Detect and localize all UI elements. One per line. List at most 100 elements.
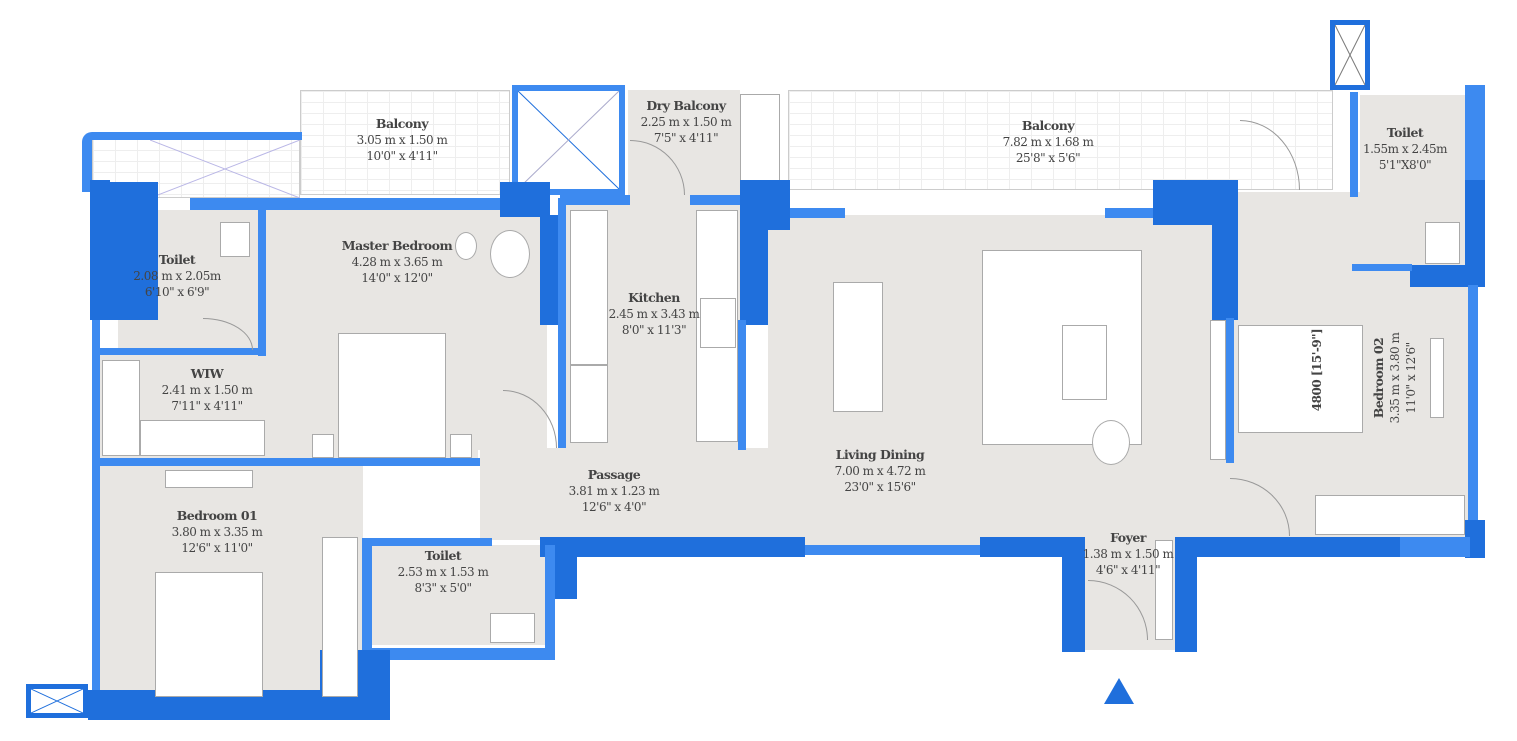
wall — [362, 538, 492, 546]
room-metric: 2.25 m x 1.50 m — [640, 115, 732, 129]
shaft-cross-icon — [150, 140, 300, 198]
wall — [558, 198, 566, 448]
wall — [92, 320, 100, 690]
shaft-cross-icon — [518, 91, 619, 189]
tv-unit — [1210, 320, 1226, 460]
stool — [455, 232, 477, 260]
room-name: Living Dining — [835, 447, 925, 462]
room-name: Bedroom 02 — [1371, 337, 1386, 419]
wall — [90, 180, 110, 320]
passage — [480, 448, 810, 540]
wall — [740, 225, 768, 325]
wall — [1226, 318, 1234, 463]
room-name: Master Bedroom — [341, 238, 453, 253]
door[interactable] — [503, 390, 557, 448]
side-table — [450, 434, 472, 458]
room-imperial: 25'8" x 5'6" — [1015, 151, 1081, 165]
wall — [1465, 85, 1485, 185]
cooktop — [700, 298, 736, 348]
room-label-toilet-right: Toilet 1.55m x 2.45m 5'1"X8'0" — [1362, 125, 1448, 173]
wardrobe — [140, 420, 265, 456]
balcony-left — [300, 90, 510, 195]
kitchen-counter — [570, 210, 608, 365]
room-metric: 3.80 m x 3.35 m — [171, 525, 263, 539]
room-name: Balcony — [1021, 118, 1075, 133]
wall — [82, 132, 92, 192]
wall — [1410, 265, 1485, 287]
wall — [92, 132, 302, 140]
armchair — [1092, 420, 1130, 465]
wall — [790, 208, 845, 218]
wall — [980, 537, 1085, 557]
wardrobe — [322, 537, 358, 697]
wall — [1175, 537, 1197, 652]
room-label-balcony-left: Balcony 3.05 m x 1.50 m 10'0" x 4'11" — [357, 116, 448, 164]
wall — [1190, 537, 1400, 557]
wall — [1468, 285, 1478, 525]
bed-01 — [155, 572, 263, 697]
north-arrow-icon — [1104, 678, 1134, 704]
room-imperial: 7'5" x 4'11" — [653, 131, 719, 145]
room-name: Bedroom 01 — [176, 508, 258, 523]
wall — [370, 648, 555, 660]
room-name: Toilet — [1386, 125, 1424, 140]
wall — [1465, 180, 1485, 285]
room-imperial: 7'11" x 4'11" — [171, 399, 243, 413]
dining-table — [833, 282, 883, 412]
room-imperial: 12'6" x 11'0" — [181, 541, 253, 555]
wardrobe — [102, 360, 140, 456]
dimension-note: 4800 [15'-9"] — [1310, 328, 1324, 412]
wall — [258, 208, 266, 356]
wall — [540, 537, 805, 557]
room-name: Kitchen — [628, 290, 680, 305]
wall — [1062, 537, 1085, 652]
room-metric: 1.55m x 2.45m — [1362, 142, 1448, 156]
room-name: Balcony — [375, 116, 429, 131]
room-name: Dry Balcony — [646, 98, 726, 113]
room-label-wiw: WIW 2.41 m x 1.50 m 7'11" x 4'11" — [162, 366, 253, 414]
room-imperial: 14'0" x 12'0" — [361, 271, 433, 285]
room-imperial: 4'6" x 4'11" — [1095, 563, 1161, 577]
room-metric: 3.05 m x 1.50 m — [356, 133, 448, 147]
room-metric: 2.41 m x 1.50 m — [161, 383, 253, 397]
wall — [1212, 180, 1238, 320]
wall — [560, 195, 630, 205]
room-name: Foyer — [1110, 530, 1146, 545]
room-label-bedroom-01: Bedroom 01 3.80 m x 3.35 m 12'6" x 11'0" — [172, 508, 263, 556]
room-metric: 4.28 m x 3.65 m — [351, 255, 443, 269]
side-table — [312, 434, 334, 458]
wall — [1352, 264, 1412, 271]
wall — [555, 537, 577, 599]
room-metric: 2.45 m x 3.43 m — [608, 307, 700, 321]
wall — [800, 545, 980, 555]
wall — [1350, 92, 1358, 197]
wall — [500, 182, 550, 217]
wall-unit — [165, 470, 253, 488]
room-label-dry-balcony: Dry Balcony 2.25 m x 1.50 m 7'5" x 4'11" — [641, 98, 732, 146]
bed-master — [338, 333, 446, 458]
shower — [220, 222, 250, 257]
wall — [100, 348, 260, 355]
wall — [740, 180, 790, 230]
room-imperial: 23'0" x 15'6" — [844, 480, 916, 494]
dry-balcony-unit — [740, 94, 780, 184]
room-imperial: 6'10" x 6'9" — [144, 285, 210, 299]
room-metric: 2.08 m x 2.05m — [133, 269, 221, 283]
shoe-rack — [1155, 540, 1173, 640]
room-imperial: 5'1"X8'0" — [1378, 158, 1432, 172]
wall — [690, 195, 740, 205]
room-name: WIW — [190, 366, 224, 381]
room-imperial: 10'0" x 4'11" — [366, 149, 438, 163]
room-name: Toilet — [424, 548, 462, 563]
wall — [1105, 208, 1155, 218]
wall — [545, 545, 555, 660]
shaft-cross-icon — [1335, 25, 1365, 85]
room-metric: 1.38 m x 1.50 m — [1082, 547, 1174, 561]
room-label-master-bedroom: Master Bedroom 4.28 m x 3.65 m 14'0" x 12'… — [341, 238, 453, 286]
wall — [1465, 520, 1485, 558]
